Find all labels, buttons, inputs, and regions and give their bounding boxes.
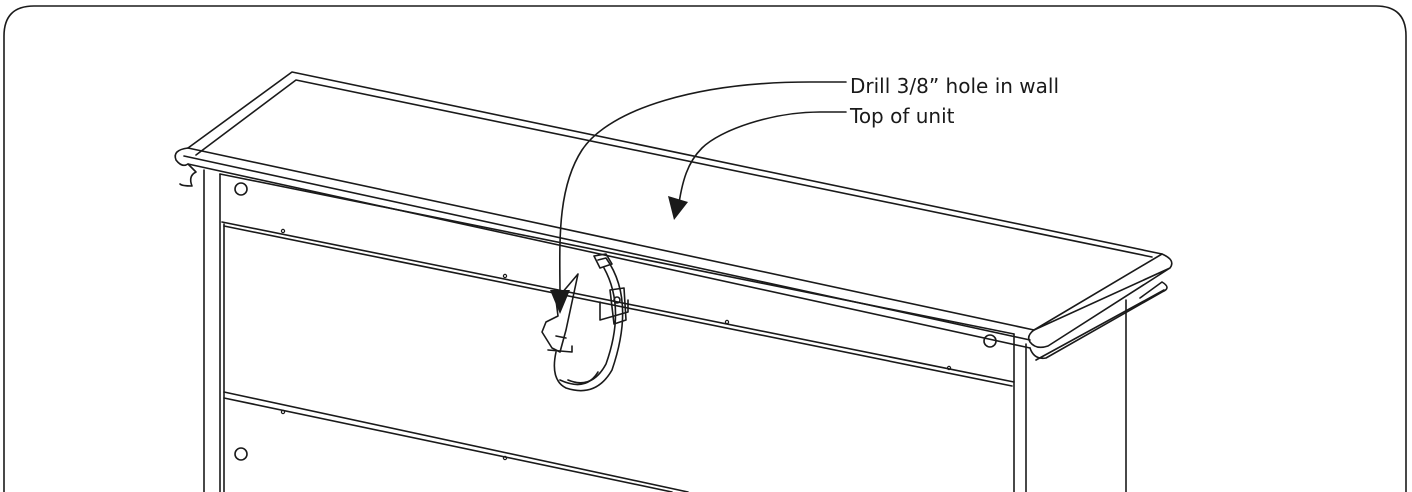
hole-top-left xyxy=(234,182,248,196)
drill-hole-callout: Drill 3/8” hole in wall xyxy=(850,74,1060,98)
hole-top-right xyxy=(983,334,997,348)
hole-lower-left xyxy=(234,447,248,461)
top-arrowhead xyxy=(668,196,688,220)
screw-dots xyxy=(280,228,952,461)
anti-tip-strap xyxy=(541,253,629,392)
top-of-unit-callout: Top of unit xyxy=(850,104,955,128)
unit-back-rail xyxy=(219,173,1015,492)
unit-left-side xyxy=(203,169,225,492)
top-leader-line xyxy=(677,111,847,211)
drill-leader-line xyxy=(558,81,847,297)
unit-right-side xyxy=(1013,299,1127,492)
drill-arrowhead xyxy=(550,290,570,314)
frame-border xyxy=(3,5,1407,492)
